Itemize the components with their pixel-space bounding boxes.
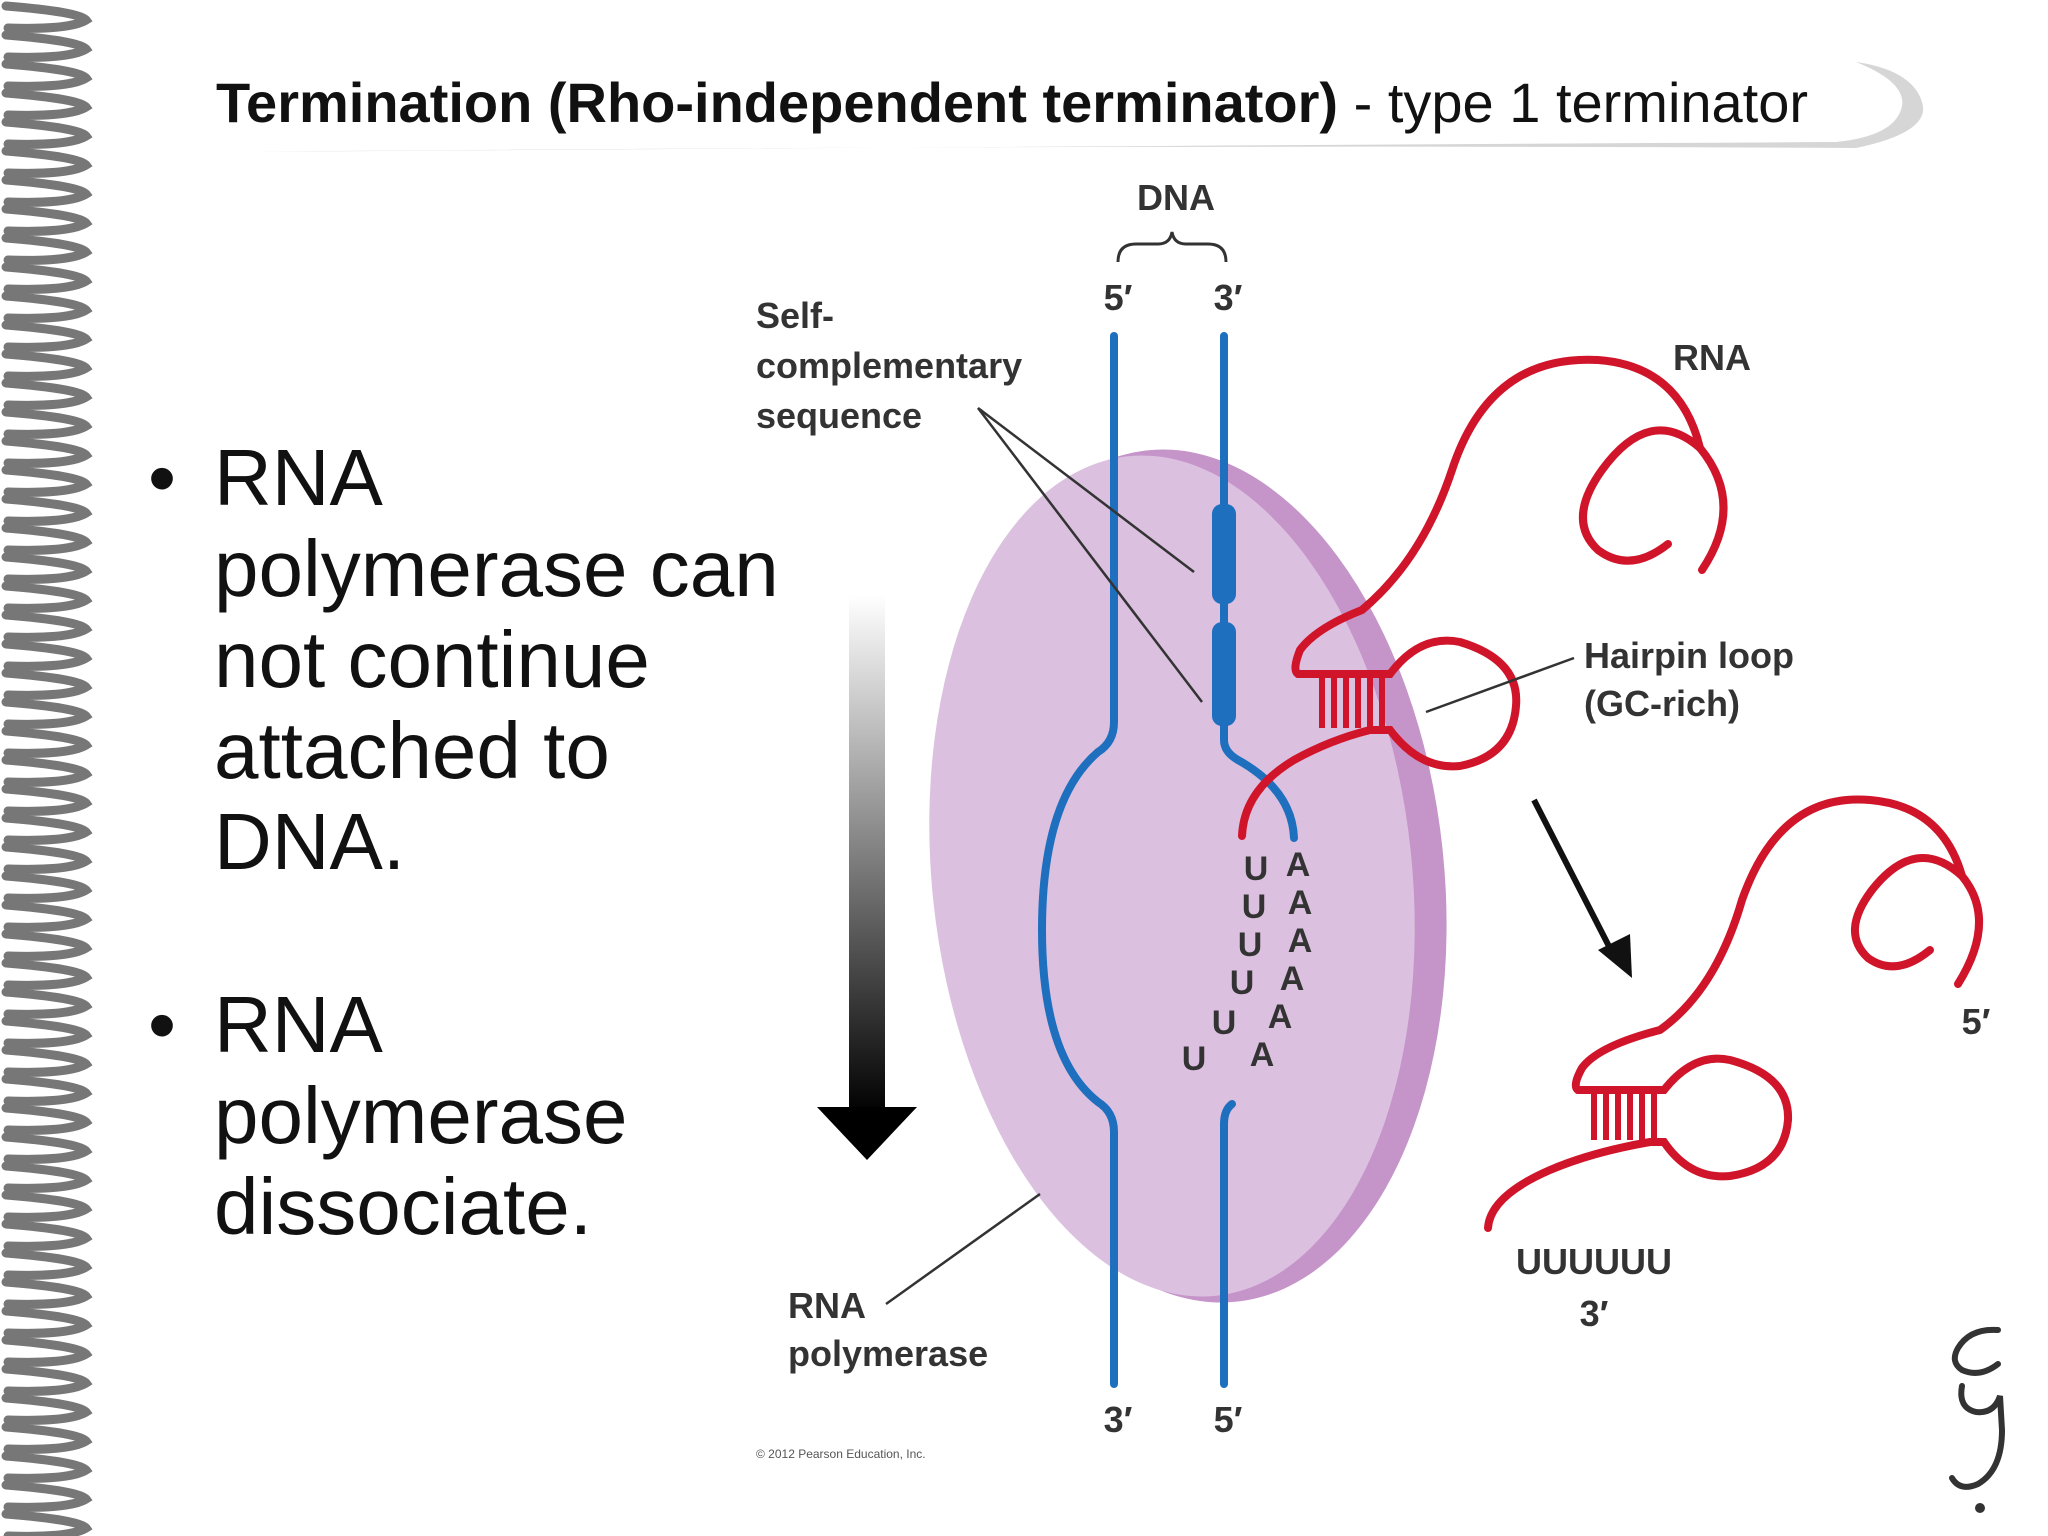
a-base-label: A	[1288, 922, 1313, 960]
hairpin-label-line2: (GC-rich)	[1584, 683, 1740, 724]
bullet-item: • RNA polymerase can not continue attach…	[140, 432, 800, 887]
u-base-label: U	[1242, 888, 1267, 926]
dna-strands	[1037, 332, 1298, 1388]
dna-left-strand	[1037, 332, 1118, 1388]
bullet-dot: •	[148, 433, 177, 522]
a-base-label: A	[1288, 884, 1313, 922]
u-base-label: U	[1238, 926, 1263, 964]
leader-lines	[885, 407, 1575, 1306]
title-bar: Termination (Rho-independent terminator)…	[216, 62, 1936, 158]
dna-top-left-end-label: 5′	[1104, 277, 1133, 318]
rna-label: RNA	[1673, 337, 1751, 378]
self-complementary-segment	[1212, 622, 1236, 726]
dna-bottom-right-end-label: 5′	[1214, 1399, 1243, 1440]
bullet-text: RNA polymerase dissociate.	[214, 980, 628, 1251]
title-swoosh-decoration	[226, 62, 1924, 152]
released-rna	[1484, 795, 1983, 1232]
self-complementary-label-line3: sequence	[756, 395, 922, 436]
direction-arrow	[817, 595, 917, 1160]
released-rna-3prime-label: 3′	[1580, 1293, 1609, 1334]
dna-label: DNA	[1137, 177, 1215, 218]
release-arrow	[1531, 798, 1632, 978]
slide-title-rest: - type 1 terminator	[1338, 71, 1809, 134]
self-complementary-label-line2: complementary	[756, 345, 1022, 386]
a-base-label: A	[1280, 960, 1305, 998]
publisher-logo	[1949, 1326, 2006, 1513]
rna-polymerase-shape	[929, 449, 1447, 1303]
bullet-list: • RNA polymerase can not continue attach…	[140, 432, 800, 1344]
slide-title-bold: Termination (Rho-independent terminator)	[216, 71, 1339, 134]
bullet-text: RNA polymerase can not continue attached…	[214, 433, 779, 886]
copyright-text: © 2012 Pearson Education, Inc.	[756, 1447, 926, 1461]
slide-title: Termination (Rho-independent terminator)…	[216, 70, 1808, 135]
rna-polymerase-label-line2: polymerase	[788, 1333, 988, 1374]
released-polyu-label: UUUUUU	[1516, 1241, 1672, 1282]
u-base-label: U	[1182, 1040, 1207, 1078]
dna-brace	[1116, 231, 1228, 263]
u-base-label: U	[1244, 850, 1269, 888]
dna-right-strand-lower	[1220, 1100, 1236, 1388]
a-base-label: A	[1286, 846, 1311, 884]
self-complementary-label-line1: Self-	[756, 295, 834, 336]
dna-bottom-left-end-label: 3′	[1104, 1399, 1133, 1440]
released-rna-5prime-label: 5′	[1962, 1001, 1991, 1042]
hairpin-label-line1: Hairpin loop	[1584, 635, 1794, 676]
rna-polymerase-label-line1: RNA	[788, 1285, 866, 1326]
bullet-item: • RNA polymerase dissociate.	[140, 979, 800, 1252]
dna-top-right-end-label: 3′	[1214, 277, 1243, 318]
dna-right-strand-upper	[1220, 332, 1298, 842]
released-hairpin-stem-bars	[1591, 1092, 1657, 1140]
rna-transcript	[1238, 355, 1728, 840]
u-base-label: U	[1212, 1004, 1237, 1042]
self-complementary-segment	[1212, 504, 1236, 604]
bullet-dot: •	[148, 980, 177, 1069]
a-base-label: A	[1268, 998, 1293, 1036]
u-base-label: U	[1230, 964, 1255, 1002]
a-base-label: A	[1250, 1036, 1275, 1074]
spiral-binding-decoration	[1, 1, 93, 1536]
hairpin-stem-bars	[1319, 676, 1385, 728]
